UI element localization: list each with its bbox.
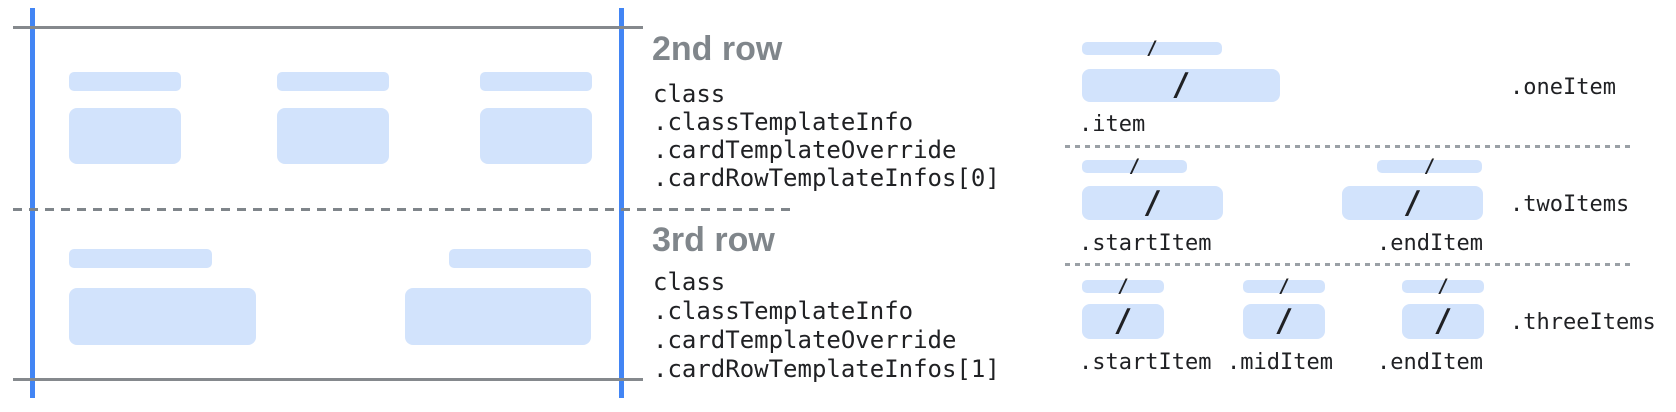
row2-col1-label-placeholder <box>69 72 181 91</box>
two-items-end-value-placeholder: / <box>1342 186 1483 220</box>
slash-glyph: / <box>1143 184 1162 221</box>
one-item-value-placeholder: / <box>1082 69 1280 102</box>
row3-code-line-2: .classTemplateInfo <box>653 297 914 325</box>
row2-code-line-4: .cardRowTemplateInfos[0] <box>653 164 1000 192</box>
one-item-item-label: .item <box>1079 112 1146 137</box>
two-items-start-value-placeholder: / <box>1082 186 1223 220</box>
slash-glyph: / <box>1171 67 1191 103</box>
card-row-divider-dashed-line <box>13 208 797 211</box>
row2-code-line-2: .classTemplateInfo <box>653 108 914 136</box>
three-items-mid-label-placeholder: / <box>1243 275 1325 297</box>
row2-col3-label-placeholder <box>480 72 592 91</box>
slash-glyph: / <box>1437 275 1449 297</box>
slash-glyph: / <box>1128 155 1141 177</box>
two-items-start-item-label: .startItem <box>1079 231 1212 256</box>
row3-start-value-placeholder <box>69 288 256 345</box>
two-items-end-label-placeholder: / <box>1377 155 1482 177</box>
three-items-end-label-placeholder: / <box>1402 275 1484 297</box>
slash-glyph: / <box>1146 37 1158 59</box>
slash-glyph: / <box>1117 275 1129 297</box>
card-bottom-border-line <box>13 378 643 381</box>
card-right-guide-line <box>619 8 624 398</box>
row2-code-line-1: class <box>653 80 726 108</box>
slash-glyph: / <box>1274 303 1294 339</box>
section-divider-dotted-line-1 <box>1065 145 1630 148</box>
slash-glyph: / <box>1113 303 1133 339</box>
two-items-start-label-placeholder: / <box>1082 155 1187 177</box>
three-items-start-item-label: .startItem <box>1079 350 1212 375</box>
three-items-layout-name: .threeItems <box>1510 310 1656 335</box>
row3-code-line-1: class <box>653 268 726 296</box>
three-items-end-value-placeholder: / <box>1402 304 1484 339</box>
card-left-guide-line <box>30 8 35 398</box>
slash-glyph: / <box>1403 184 1422 221</box>
row3-code-line-4: .cardRowTemplateInfos[1] <box>653 355 1000 383</box>
row2-code-line-3: .cardTemplateOverride <box>653 136 957 164</box>
row3-code-line-3: .cardTemplateOverride <box>653 326 957 354</box>
two-items-end-item-label: .endItem <box>1377 231 1483 256</box>
card-top-border-line <box>13 26 643 29</box>
three-items-mid-item-label: .midItem <box>1227 350 1333 375</box>
row2-col3-value-placeholder <box>480 108 592 164</box>
slash-glyph: / <box>1433 303 1453 339</box>
row2-col1-value-placeholder <box>69 108 181 164</box>
two-items-layout-name: .twoItems <box>1510 192 1630 217</box>
one-item-label-placeholder: / <box>1082 37 1222 59</box>
three-items-end-item-label: .endItem <box>1377 350 1483 375</box>
row2-col2-label-placeholder <box>277 72 389 91</box>
row3-start-label-placeholder <box>69 249 212 268</box>
slash-glyph: / <box>1423 155 1436 177</box>
one-item-layout-name: .oneItem <box>1510 75 1616 100</box>
row3-end-label-placeholder <box>449 249 591 268</box>
three-items-mid-value-placeholder: / <box>1243 304 1325 339</box>
section-divider-dotted-line-2 <box>1065 263 1630 266</box>
row3-annotation-heading: 3rd row <box>652 221 775 259</box>
row3-end-value-placeholder <box>405 288 591 345</box>
three-items-start-value-placeholder: / <box>1082 304 1164 339</box>
slash-glyph: / <box>1278 275 1290 297</box>
row2-col2-value-placeholder <box>277 108 389 164</box>
three-items-start-label-placeholder: / <box>1082 275 1164 297</box>
row2-annotation-heading: 2nd row <box>652 30 783 68</box>
